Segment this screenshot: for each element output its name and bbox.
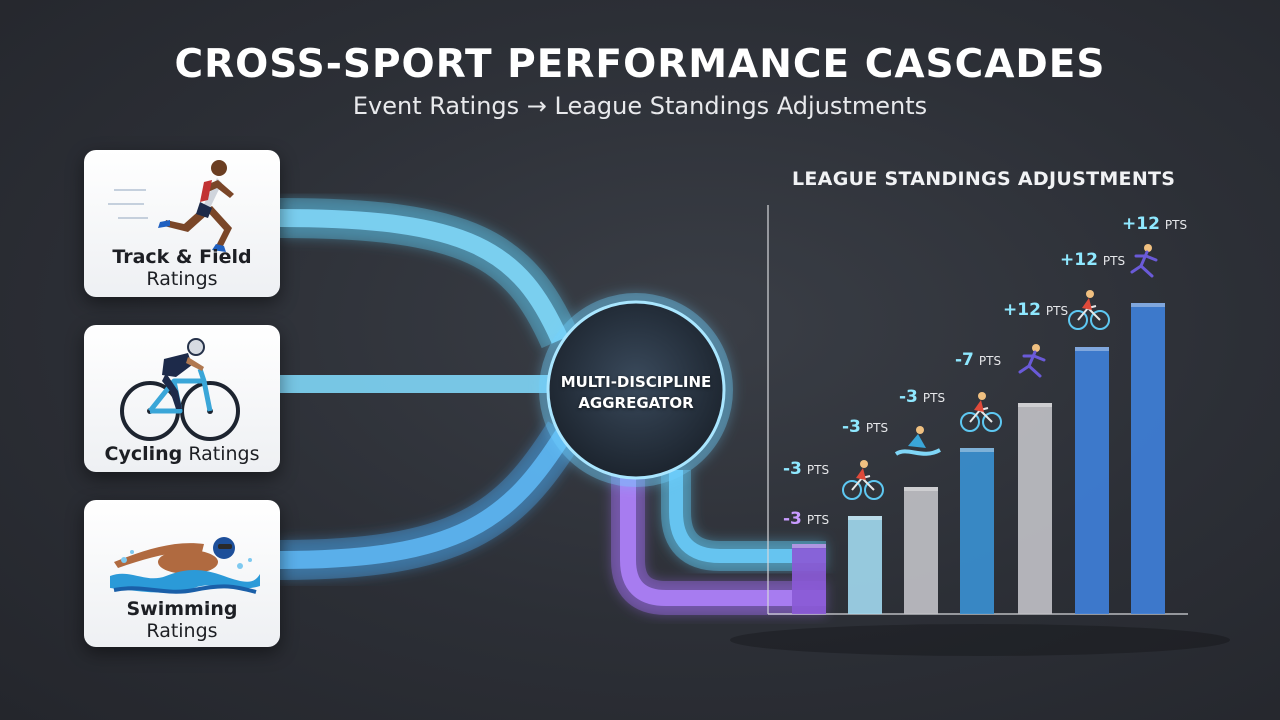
flow-out-blue bbox=[661, 470, 826, 571]
chart-bar bbox=[904, 487, 938, 614]
input-card-cycling: Cycling Ratings bbox=[84, 325, 280, 472]
chart-bar bbox=[792, 544, 826, 614]
chart-bar bbox=[1131, 303, 1165, 614]
runner-icon bbox=[1018, 344, 1046, 378]
chart-bar-cap bbox=[1131, 303, 1165, 307]
output-flows bbox=[611, 470, 826, 615]
input-flows bbox=[279, 198, 582, 580]
cyclist-icon bbox=[960, 392, 1002, 432]
cyclist-icon bbox=[842, 460, 884, 500]
chart-bar-cap bbox=[848, 516, 882, 520]
runner-icon bbox=[108, 160, 234, 252]
page-title: CROSS-SPORT PERFORMANCE CASCADES bbox=[174, 42, 1106, 87]
cyclist-icon bbox=[120, 338, 240, 441]
aggregator-node bbox=[539, 293, 733, 487]
chart-bar bbox=[1018, 403, 1052, 614]
chart-bar-cap bbox=[1075, 347, 1109, 351]
runner-icon bbox=[1130, 244, 1158, 278]
swimmer-icon bbox=[110, 537, 260, 594]
chart-bar-cap bbox=[792, 544, 826, 548]
cyclist-icon bbox=[1068, 290, 1110, 330]
page-subtitle: Event Ratings → League Standings Adjustm… bbox=[352, 92, 928, 120]
chart-bar-cap bbox=[960, 448, 994, 452]
chart-bar bbox=[848, 516, 882, 614]
chart-bar-cap bbox=[1018, 403, 1052, 407]
chart-title: LEAGUE STANDINGS ADJUSTMENTS bbox=[792, 168, 1176, 190]
chart-bar-cap bbox=[904, 487, 938, 491]
chart-bar bbox=[1075, 347, 1109, 614]
input-card-label: Cycling Ratings bbox=[104, 443, 260, 465]
swimmer-icon bbox=[894, 426, 941, 456]
chart-bar bbox=[960, 448, 994, 614]
